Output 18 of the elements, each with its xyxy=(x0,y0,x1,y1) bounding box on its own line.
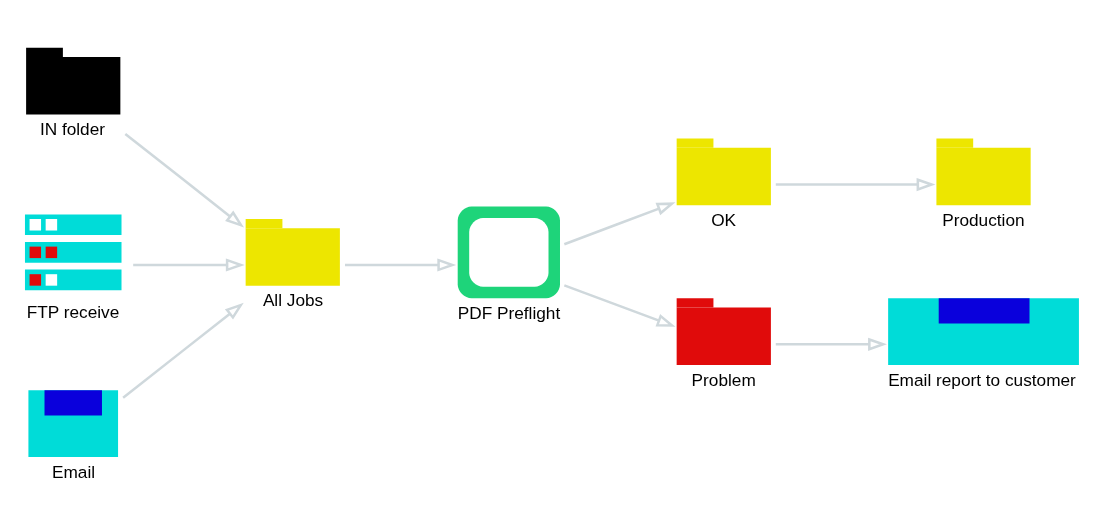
arrow xyxy=(345,257,457,272)
node-label: Production xyxy=(942,209,1025,230)
node-label: Email report to customer xyxy=(888,369,1076,390)
arrow xyxy=(563,201,676,245)
node-label: FTP receive xyxy=(26,301,120,322)
node-label: All Jobs xyxy=(262,289,324,310)
arrow xyxy=(122,302,244,399)
arrow xyxy=(124,132,244,227)
arrow xyxy=(133,257,245,272)
arrow xyxy=(775,177,936,191)
node-label: OK xyxy=(711,209,737,230)
node-box xyxy=(457,205,560,298)
arrow xyxy=(563,283,676,327)
node-label: Email xyxy=(51,461,96,482)
node-label: PDF Preflight xyxy=(457,302,561,323)
node-label: IN folder xyxy=(39,118,106,139)
arrow xyxy=(775,337,887,351)
node-label: Problem xyxy=(691,369,756,390)
